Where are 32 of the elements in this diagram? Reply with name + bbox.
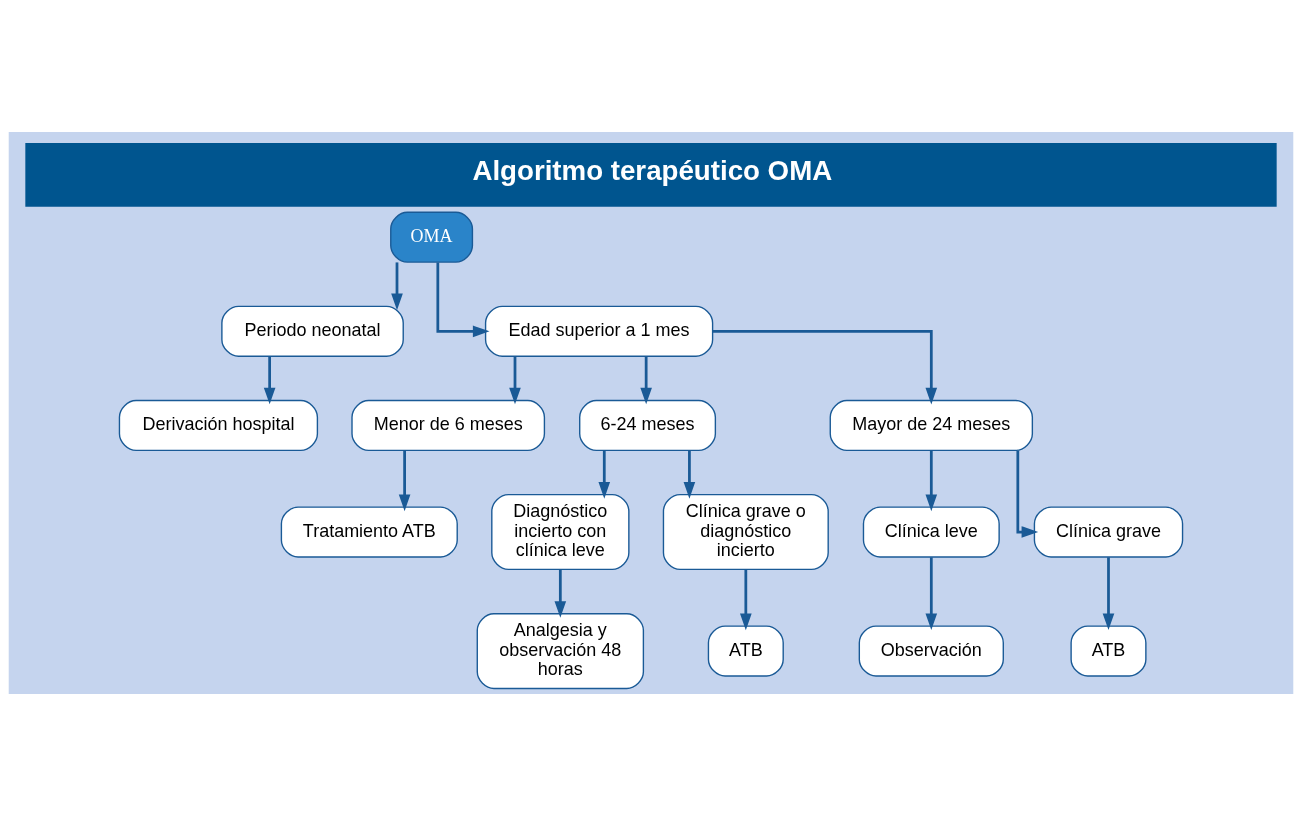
arrow — [683, 450, 696, 499]
diagram-title: Algoritmo terapéutico OMA — [472, 154, 833, 186]
arrow — [712, 329, 938, 404]
node-box: Clínica leve — [862, 505, 1000, 558]
node-box: OMA — [390, 211, 474, 263]
node-box: Tratamiento ATB — [280, 505, 458, 558]
arrow — [1102, 556, 1115, 630]
node-box: Menor de 6 meses — [351, 399, 546, 451]
node-box: Diagnóstico incierto con clínica leve — [491, 493, 630, 570]
arrow — [598, 450, 611, 499]
arrow — [640, 356, 652, 404]
arrow — [398, 450, 411, 511]
arrow — [263, 356, 276, 404]
arrow — [925, 450, 938, 511]
node-box: Periodo neonatal — [221, 305, 404, 357]
arrow — [554, 569, 567, 618]
node-box: Observación — [858, 624, 1004, 677]
arrow — [509, 356, 521, 404]
node-box: 6-24 meses — [579, 399, 717, 451]
arrow — [925, 556, 938, 630]
node-box: Derivación hospital — [118, 399, 319, 451]
node-box: Mayor de 24 meses — [829, 399, 1034, 451]
arrow — [1016, 450, 1039, 538]
arrow — [436, 261, 490, 337]
node-box: Clínica grave o diagnóstico incierto — [662, 493, 829, 570]
node-box: ATB — [1070, 624, 1147, 677]
node-box: ATB — [707, 624, 784, 677]
node-box: Clínica grave — [1033, 505, 1184, 558]
arrow — [740, 569, 752, 630]
node-box: Analgesia y observación 48 horas — [476, 612, 645, 689]
arrow — [391, 261, 403, 310]
node-box: Edad superior a 1 mes — [484, 305, 714, 357]
